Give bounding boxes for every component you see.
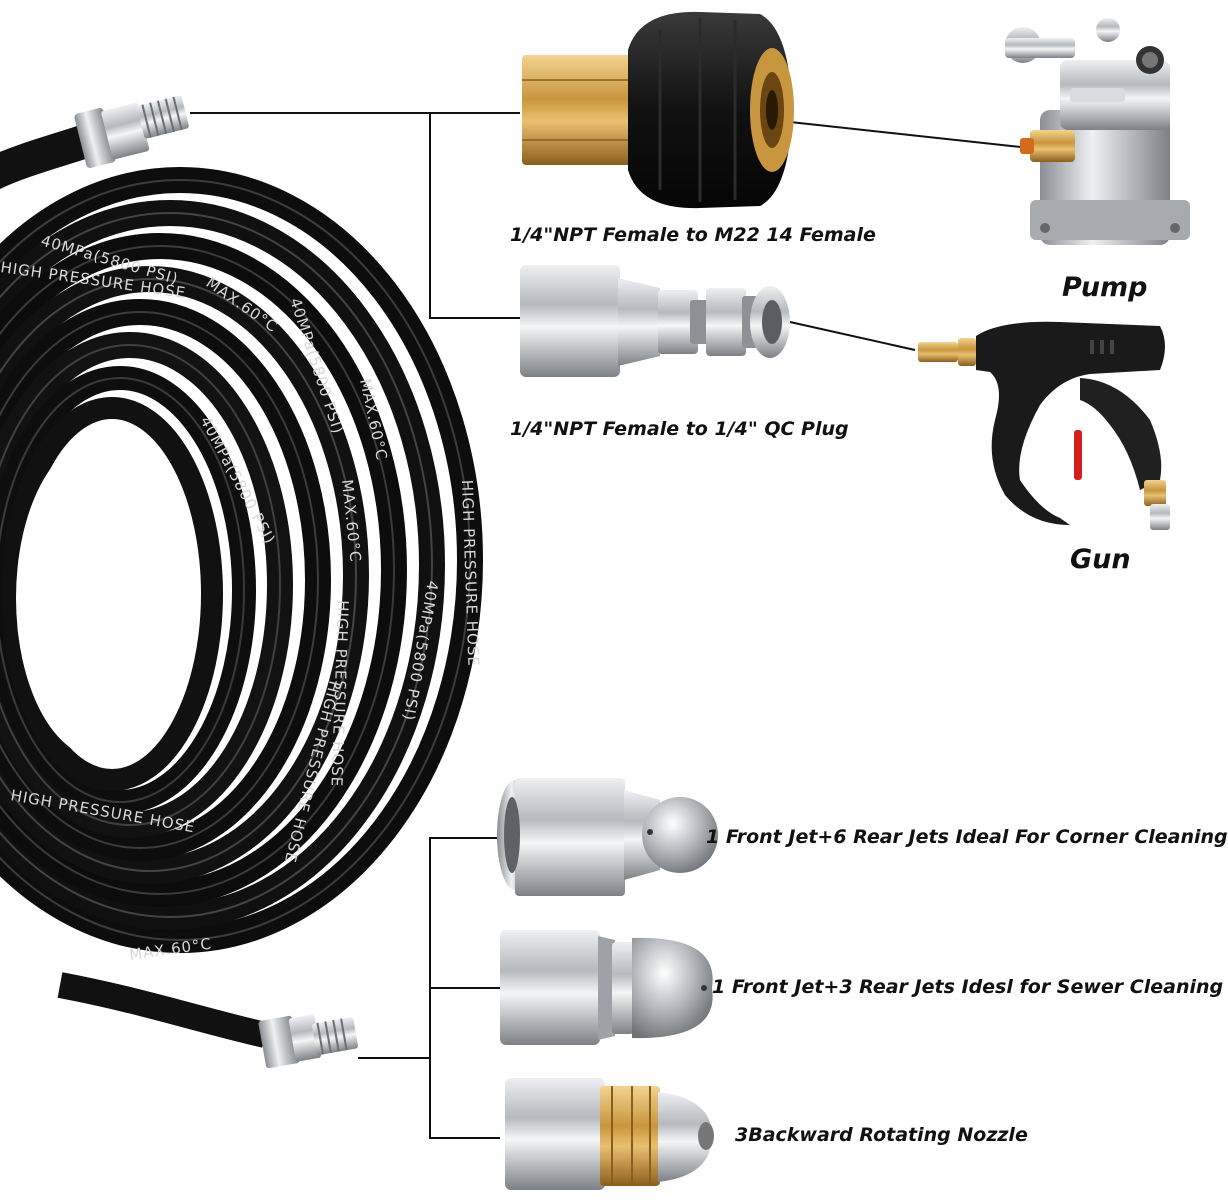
adapter-qc-label: 1/4"NPT Female to 1/4" QC Plug	[510, 418, 849, 440]
corner-nozzle-image	[497, 778, 718, 896]
nozzle-rotating-label: 3Backward Rotating Nozzle	[735, 1124, 1028, 1146]
hose-top-fitting	[74, 95, 189, 168]
m22-adapter-image	[522, 11, 794, 209]
connector-m22-to-pump	[789, 121, 1031, 149]
connector-rotating-nozzle	[429, 1058, 500, 1139]
sewer-nozzle-image	[500, 930, 713, 1045]
connector-hose-to-qc	[190, 112, 520, 319]
connector-qc-to-gun	[789, 321, 916, 351]
connector-lines	[190, 112, 1031, 1139]
gun-label: Gun	[1070, 544, 1131, 575]
adapter-m22-label: 1/4"NPT Female to M22 14 Female	[510, 224, 876, 246]
hose-bottom-fitting	[258, 1014, 358, 1069]
product-diagram: 40MPa(5800 PSI) MAX.60°C HIGH PRESSURE H…	[0, 11, 1228, 1190]
rotating-nozzle-image	[505, 1078, 714, 1190]
pump-image	[1005, 18, 1190, 245]
spray-gun-image	[918, 321, 1170, 530]
diagram-artwork: 40MPa(5800 PSI) MAX.60°C HIGH PRESSURE H…	[0, 11, 1190, 1190]
connector-hose-to-nozzles	[358, 837, 500, 1059]
coiled-hose-image: 40MPa(5800 PSI) MAX.60°C HIGH PRESSURE H…	[0, 95, 483, 1069]
nozzle-corner-label: 1 Front Jet+6 Rear Jets Ideal For Corner…	[706, 826, 1228, 848]
nozzle-sewer-label: 1 Front Jet+3 Rear Jets Idesl for Sewer …	[712, 976, 1224, 998]
pump-label: Pump	[1062, 272, 1148, 303]
qc-plug-image	[520, 265, 790, 377]
